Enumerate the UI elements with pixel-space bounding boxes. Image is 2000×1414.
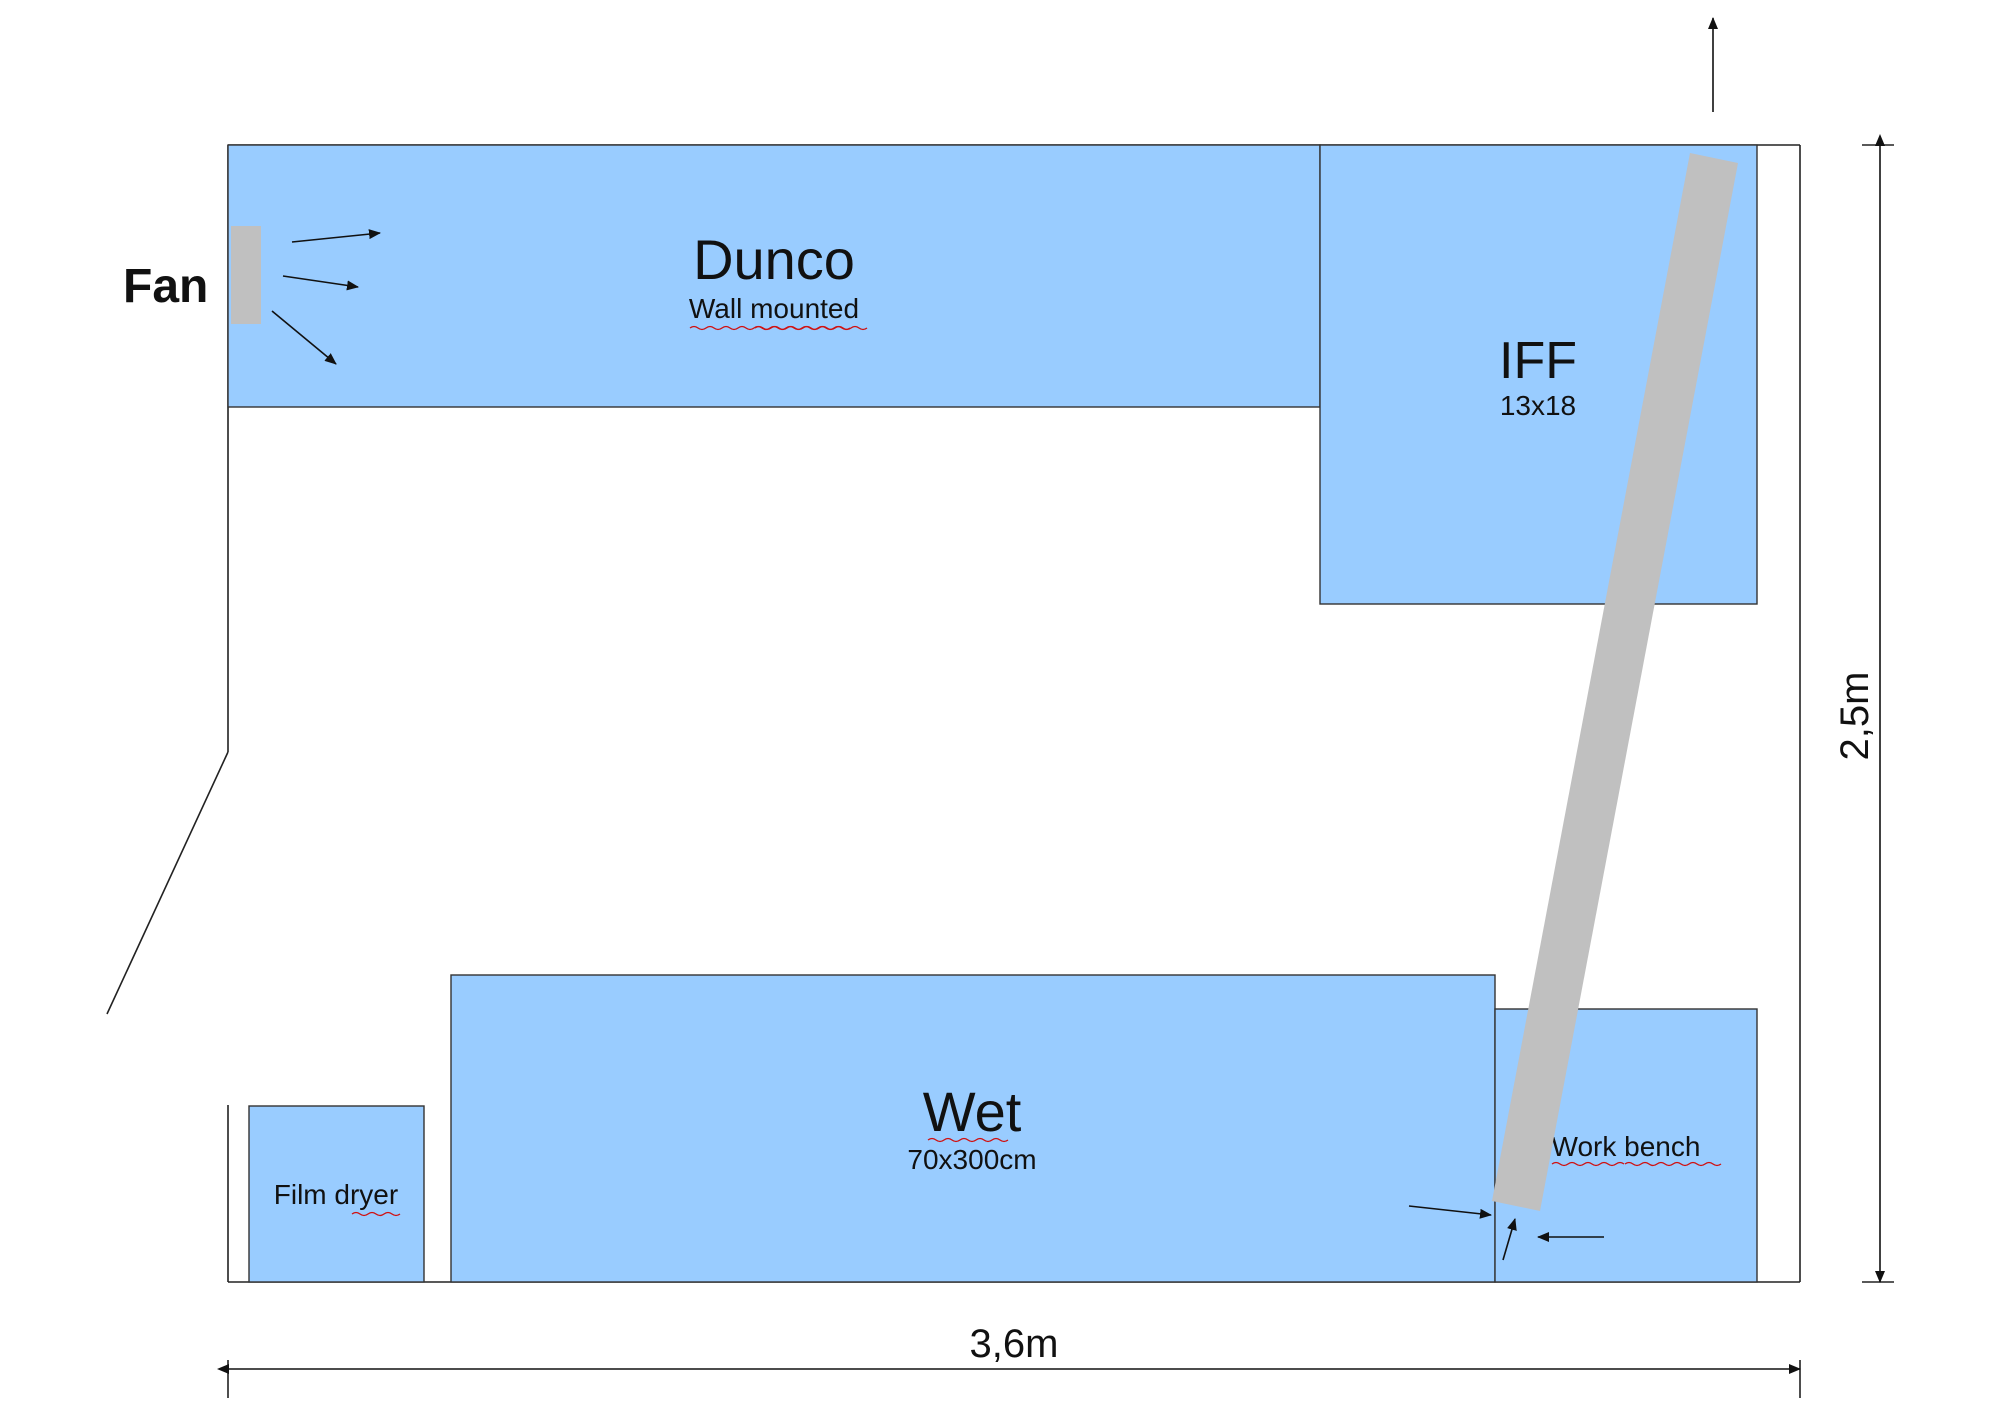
height-dimension: 2,5m — [1833, 134, 1894, 1283]
film-dryer-unit: Film dryer — [248, 1105, 425, 1283]
wet-subtitle: 70x300cm — [907, 1144, 1036, 1175]
wet-unit: Wet 70x300cm — [450, 974, 1496, 1283]
iff-subtitle: 13x18 — [1500, 390, 1576, 421]
door-swing-line — [106, 751, 229, 1015]
width-dimension: 3,6m — [217, 1322, 1801, 1398]
airflow-arrows — [271, 229, 381, 365]
iff-title: IFF — [1499, 332, 1577, 390]
dunco-title: Dunco — [693, 228, 855, 291]
corner-arrows — [1408, 1205, 1604, 1261]
height-label: 2,5m — [1833, 672, 1877, 761]
width-label: 3,6m — [970, 1322, 1059, 1366]
fan-icon — [231, 226, 261, 324]
ventilation-duct — [1492, 153, 1738, 1211]
dunco-subtitle: Wall mounted — [689, 293, 859, 324]
wet-title: Wet — [923, 1080, 1022, 1143]
dunco-unit: Dunco Wall mounted — [227, 144, 1321, 408]
film-dryer-label: Film dryer — [274, 1179, 398, 1210]
fan-label: Fan — [123, 260, 208, 313]
work-bench-label: Work bench — [1552, 1131, 1701, 1162]
